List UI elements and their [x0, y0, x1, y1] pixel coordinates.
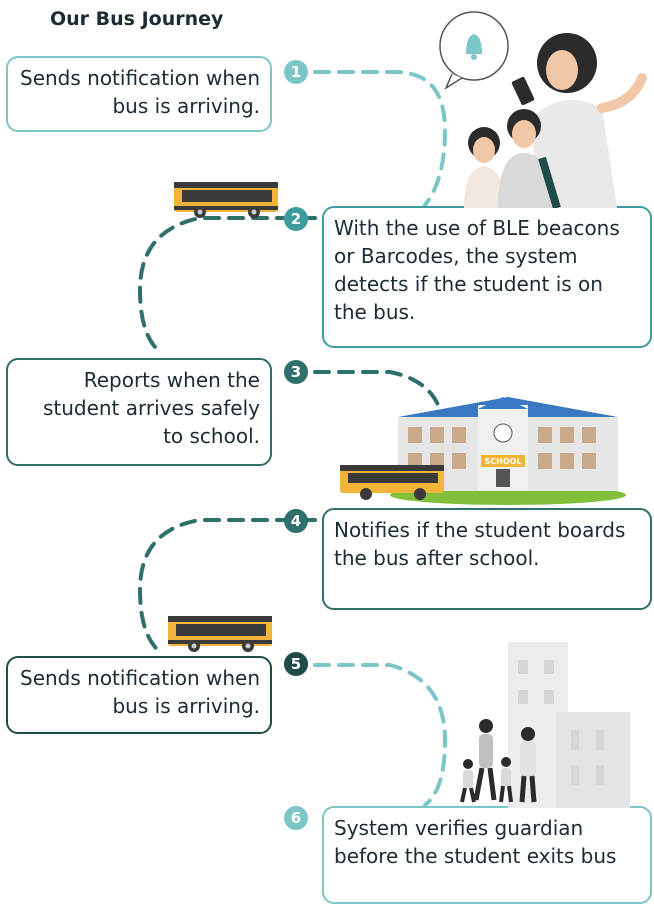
step-1-box: Sends notification when bus is arriving. — [6, 56, 272, 132]
step-1-badge: 1 — [284, 60, 308, 84]
bus-icon — [174, 182, 278, 218]
step-6-badge: 6 — [284, 806, 308, 830]
step-4-text: Notifies if the student boards the bus a… — [334, 518, 626, 570]
step-2-box: With the use of BLE beacons or Barcodes,… — [322, 206, 652, 348]
step-3-text: Reports when the student arrives safely … — [42, 368, 260, 448]
step-6-box: System verifies guardian before the stud… — [322, 806, 652, 904]
step-5-text: Sends notification when bus is arriving. — [20, 666, 260, 718]
city-family-illustration — [460, 642, 630, 808]
step-3-badge: 3 — [284, 360, 308, 384]
step-5-box: Sends notification when bus is arriving. — [6, 656, 272, 734]
step-4-badge: 4 — [284, 509, 308, 533]
step-4-box: Notifies if the student boards the bus a… — [322, 508, 652, 610]
step-2-text: With the use of BLE beacons or Barcodes,… — [334, 216, 620, 324]
parent-children-illustration — [439, 11, 647, 208]
step-2-badge: 2 — [284, 207, 308, 231]
bus-icon-2 — [168, 616, 272, 652]
school-building-illustration: SCHOOL — [340, 397, 626, 505]
bell-icon — [466, 34, 482, 60]
step-6-text: System verifies guardian before the stud… — [334, 816, 617, 868]
school-sign: SCHOOL — [484, 457, 521, 466]
step-3-box: Reports when the student arrives safely … — [6, 358, 272, 466]
step-5-badge: 5 — [284, 652, 308, 676]
page-title: Our Bus Journey — [50, 8, 224, 30]
step-1-text: Sends notification when bus is arriving. — [20, 66, 260, 118]
